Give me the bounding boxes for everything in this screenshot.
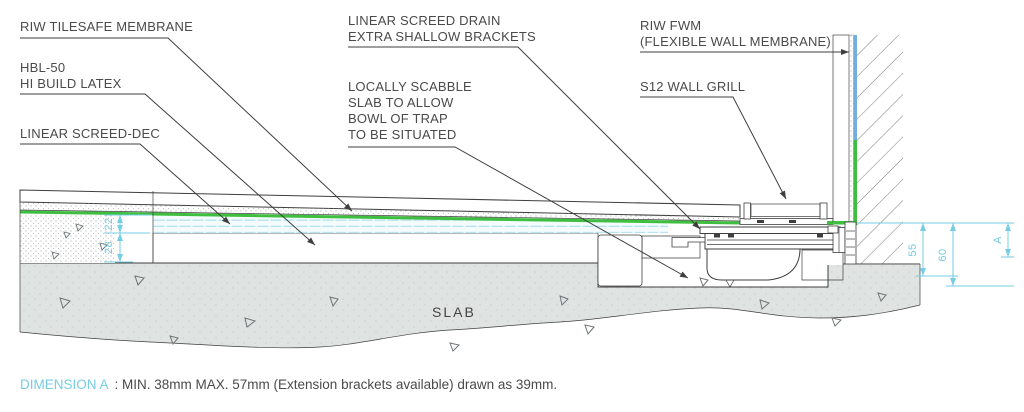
shallow-bracket-left <box>671 237 706 248</box>
label-fwm-line2: (FLEXIBLE WALL MEMBRANE) <box>640 34 831 49</box>
dimension-annotations: 22 28 55 60 A <box>103 214 1014 287</box>
wall-render-strip <box>848 34 854 223</box>
wall-grill-fixing <box>827 225 839 234</box>
slab-aggregate-triangles <box>59 275 887 352</box>
label-drain-line2: EXTRA SHALLOW BRACKETS <box>348 29 536 44</box>
grate-clip-1 <box>757 220 764 223</box>
flange-clip-1 <box>714 233 720 238</box>
label-scabble-line1: LOCALLY SCABBLE <box>348 79 472 94</box>
wall-green-membrane-foot <box>833 221 854 225</box>
adhesive-bed-layer <box>20 202 740 221</box>
grate-green-edge <box>827 221 833 225</box>
leader-wall-grill <box>640 96 787 200</box>
label-tilesafe: RIW TILESAFE MEMBRANE <box>20 19 193 34</box>
wall-inner-leaf <box>832 34 850 223</box>
concrete-slab: SLAB <box>19 262 921 352</box>
label-scabble-line3: BOWL OF TRAP <box>348 111 448 126</box>
trap-outlet-nub <box>725 279 735 288</box>
flange-clip-3 <box>817 233 823 238</box>
wall-grill-bar <box>844 221 857 265</box>
floor-build-up <box>19 189 844 287</box>
linear-screed-drain-assembly <box>671 202 846 288</box>
slab-label: SLAB <box>432 304 476 320</box>
label-hbl50-line1: HBL-50 <box>20 60 65 75</box>
leader-scabble <box>348 146 689 279</box>
channel-body <box>704 232 836 250</box>
dimension-a-note-prefix: DIMENSION A <box>20 377 109 392</box>
dim-text-28: 28 <box>103 241 115 254</box>
hbl50-latex-layer <box>152 232 599 264</box>
grate-post-left <box>743 202 751 220</box>
adhesive-bed-bottom-line <box>19 209 741 222</box>
label-scabble-line2: SLAB TO ALLOW <box>348 95 454 110</box>
leader-tilesafe <box>20 37 353 212</box>
tilesafe-membrane-line <box>20 210 740 225</box>
label-drain-line1: LINEAR SCREED DRAIN <box>348 13 501 28</box>
leader-lines <box>20 37 849 279</box>
dimension-a-note: DIMENSION A : MIN. 38mm MAX. 57mm (Extens… <box>20 377 557 392</box>
channel-top-flange <box>699 226 841 234</box>
leader-hbl50 <box>20 93 316 246</box>
hbl50-latex-patch-right-of-bowl <box>801 249 844 281</box>
leader-screed-dec <box>20 143 231 225</box>
screed-dec-layer <box>153 214 668 233</box>
trap-bowl <box>706 248 801 281</box>
label-wall-grill: S12 WALL GRILL <box>640 79 745 94</box>
slab-texture <box>20 263 920 348</box>
leader-drain <box>348 46 701 230</box>
label-hbl50-line2: HI BUILD LATEX <box>20 76 122 91</box>
slab-bottom-cut-line <box>19 304 921 349</box>
label-fwm-line1: RIW FWM <box>640 18 701 33</box>
wall-green-membrane-upstand <box>853 140 857 225</box>
existing-screed-triangles <box>51 223 108 260</box>
wall-outer-leaf <box>857 35 903 264</box>
label-screed-dec: LINEAR SCREED-DEC <box>20 126 160 141</box>
existing-screed-texture <box>20 214 115 263</box>
grate-post-right <box>819 202 828 220</box>
grate-tile-inset <box>750 203 821 217</box>
wall-construction <box>827 34 903 265</box>
flange-clip-2 <box>728 233 734 238</box>
dim-text-a: A <box>992 236 1004 244</box>
grate-tray <box>739 218 834 225</box>
dim-text-22: 22 <box>103 217 115 230</box>
grate-clip-2 <box>789 220 796 223</box>
dim-text-60: 60 <box>937 248 949 261</box>
fwm-blue-membrane <box>853 35 857 140</box>
dimension-a-note-body: : MIN. 38mm MAX. 57mm (Extension bracket… <box>115 377 558 392</box>
scabbled-recess-box <box>597 234 643 287</box>
callout-labels: RIW TILESAFE MEMBRANE HBL-50 HI BUILD LA… <box>20 13 831 142</box>
dim-text-55: 55 <box>907 243 919 256</box>
label-scabble-line4: TO BE SITUATED <box>348 127 457 142</box>
